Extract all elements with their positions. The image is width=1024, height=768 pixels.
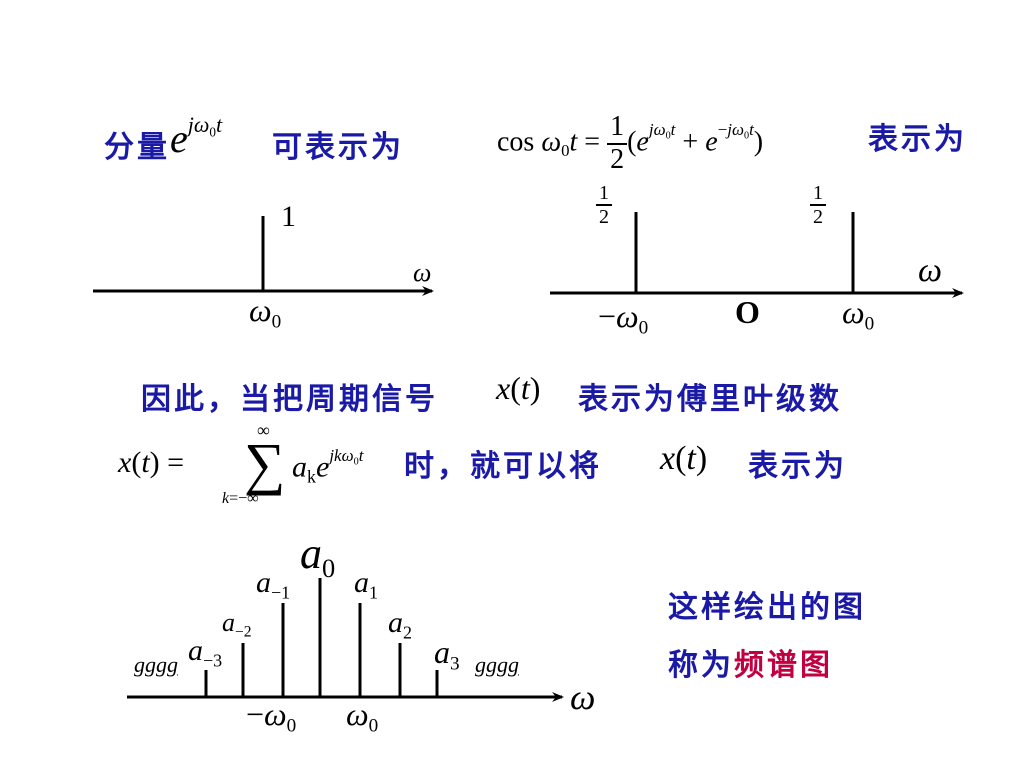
caption-line1: 这样绘出的图 bbox=[668, 590, 866, 625]
plot1-omega0-label: ω0 bbox=[249, 292, 282, 333]
text-represented-as-right: 表示为 bbox=[868, 122, 967, 157]
plot2-omega0-label: ω0 bbox=[842, 294, 875, 335]
text-fourier-series: 表示为傅里叶级数 bbox=[578, 382, 842, 417]
formula-exponential: ejω0t bbox=[170, 112, 223, 161]
text-can-be-represented: 可表示为 bbox=[272, 130, 404, 165]
label-a3: a3 bbox=[434, 634, 460, 675]
formula-x-of-t-inline: x(t) bbox=[496, 370, 541, 406]
plot2-origin-label: O bbox=[735, 294, 760, 330]
ellipsis-left: gggg bbox=[134, 652, 178, 677]
text-represented-as-bottom: 表示为 bbox=[748, 449, 847, 484]
plot3-omega0-label: ω0 bbox=[346, 696, 379, 737]
text-component-prefix: 分量 bbox=[104, 130, 170, 165]
plot1-amplitude-label: 1 bbox=[281, 200, 296, 233]
label-a1: a1 bbox=[354, 566, 378, 603]
plot3-omega-axis-label: ω bbox=[570, 677, 596, 717]
text-component: 分量 bbox=[104, 122, 170, 166]
label-a-1: a−1 bbox=[256, 566, 291, 603]
plot1-omega-axis-label: ω bbox=[413, 258, 432, 287]
plot2-minus-omega0-label: −ω0 bbox=[598, 298, 649, 339]
highlight-spectrum: 频谱图 bbox=[734, 648, 833, 683]
label-a0: a0 bbox=[300, 529, 336, 584]
plot3-minus-omega0-label: −ω0 bbox=[246, 696, 297, 737]
text-therefore: 因此，当把周期信号 bbox=[141, 382, 438, 417]
label-a-3: a−3 bbox=[188, 634, 223, 671]
ellipsis-right: gggg bbox=[475, 652, 519, 677]
label-a2: a2 bbox=[388, 606, 412, 643]
formula-x-of-t-second: x(t) bbox=[660, 440, 708, 477]
plot2-omega-axis-label: ω bbox=[918, 252, 943, 289]
caption-line2: 称为频谱图 bbox=[668, 648, 833, 683]
text-then-can: 时，就可以将 bbox=[404, 449, 602, 484]
formula-fourier-series: x(t) = ∑ ∞ k=−∞ akejkω0t bbox=[118, 420, 364, 507]
label-a-2: a−2 bbox=[222, 608, 252, 641]
